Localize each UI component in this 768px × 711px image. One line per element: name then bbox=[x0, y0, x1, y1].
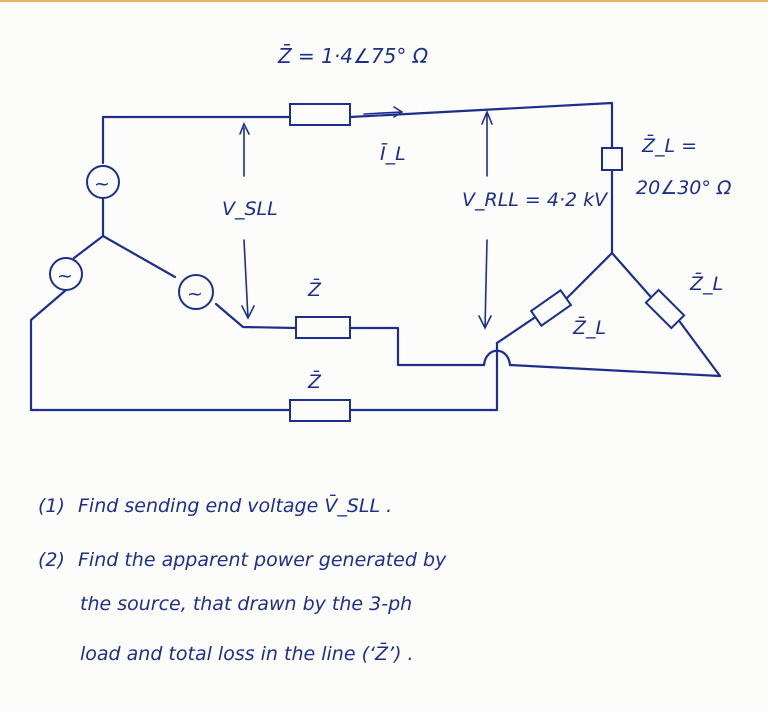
load-resistor-right bbox=[644, 288, 686, 330]
load-impedance-symbol-right: Z̄_L bbox=[689, 271, 723, 295]
line-impedance-symbol-bottom: Z̄ bbox=[307, 369, 322, 393]
question-1-line-1: Find sending end voltage V̄_SLL . bbox=[78, 493, 392, 517]
delta-load-wires bbox=[495, 251, 722, 378]
line-impedance-label: Z̄ = 1·4∠75° Ω bbox=[277, 43, 429, 68]
source-a-symbol: ~ bbox=[94, 173, 110, 195]
receiving-voltage-arrow bbox=[478, 109, 493, 330]
load-impedance-label-line1: Z̄_L = bbox=[641, 133, 697, 157]
load-resistor-phase-a bbox=[601, 147, 623, 171]
question-2: (2) Find the apparent power generated by… bbox=[38, 549, 447, 665]
line-resistor-middle bbox=[295, 316, 351, 339]
load-impedance-label-line2: 20∠30° Ω bbox=[636, 177, 732, 199]
receiving-voltage-label: V_RLL = 4·2 kV bbox=[462, 189, 609, 211]
line-resistor-top bbox=[289, 103, 351, 126]
question-1-number: (1) bbox=[38, 495, 65, 517]
load-resistor-left bbox=[529, 288, 573, 328]
source-b-symbol: ~ bbox=[187, 283, 203, 305]
line-resistor-bottom bbox=[289, 399, 351, 422]
current-arrow bbox=[363, 106, 404, 118]
page-top-edge bbox=[0, 0, 768, 2]
voltage-source-c bbox=[49, 257, 83, 291]
question-1: (1) Find sending end voltage V̄_SLL . bbox=[38, 493, 392, 517]
line-current-label: Ī_L bbox=[380, 141, 406, 165]
question-2-line-1: Find the apparent power generated by bbox=[78, 549, 447, 571]
middle-line-wire bbox=[348, 326, 722, 378]
voltage-source-b bbox=[178, 274, 214, 310]
question-2-line-2: the source, that drawn by the 3-ph bbox=[80, 593, 412, 615]
question-2-line-3: load and total loss in the line (‘Z̄’) . bbox=[80, 641, 414, 665]
source-star-wires bbox=[29, 195, 298, 412]
top-line-wire bbox=[101, 101, 614, 255]
line-impedance-symbol-middle: Z̄ bbox=[307, 277, 322, 301]
load-impedance-symbol-inner: Z̄_L bbox=[572, 315, 606, 339]
voltage-source-a bbox=[86, 165, 120, 199]
sending-voltage-label: V_SLL bbox=[222, 198, 278, 220]
sending-voltage-arrow bbox=[239, 122, 255, 320]
bottom-line-wire bbox=[348, 341, 499, 412]
question-2-number: (2) bbox=[38, 549, 65, 571]
source-c-symbol: ~ bbox=[57, 265, 73, 287]
